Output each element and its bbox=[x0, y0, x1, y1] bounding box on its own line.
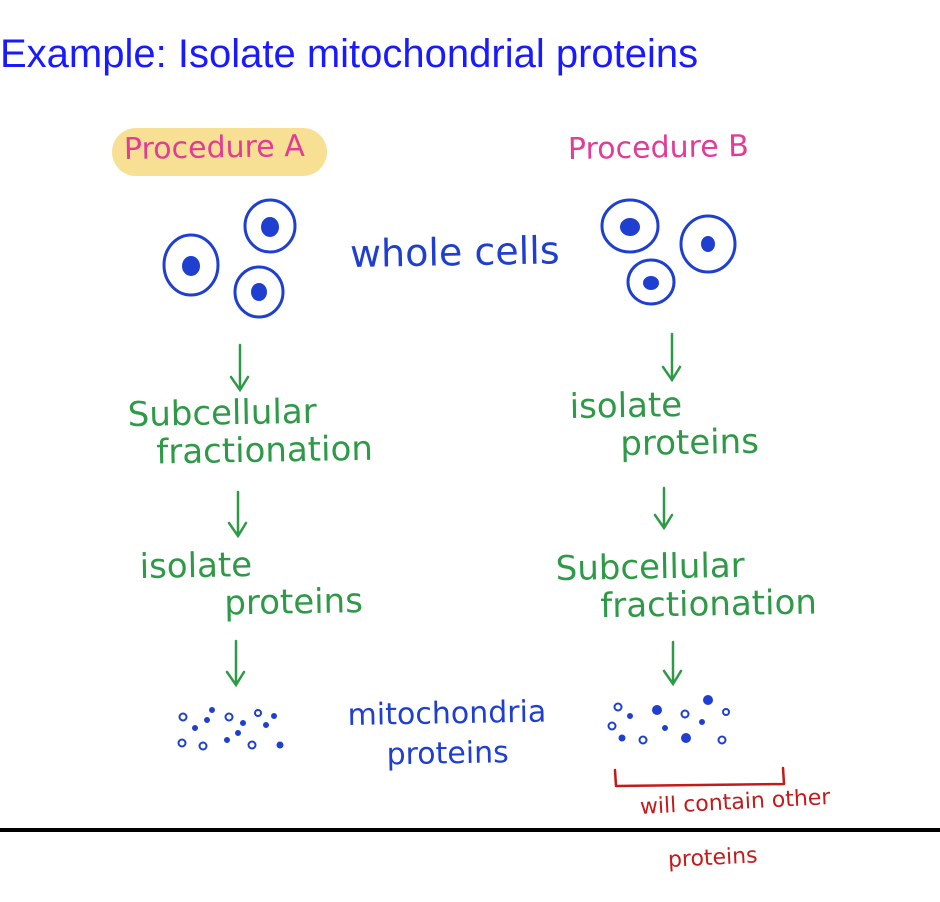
cell-icon bbox=[243, 198, 297, 254]
annotation-bracket bbox=[613, 766, 786, 788]
procedure-b-arrows bbox=[653, 332, 683, 687]
procedure-a-protein-dots bbox=[177, 707, 284, 751]
procedure-a-cells bbox=[162, 198, 297, 319]
cell-icon bbox=[626, 258, 676, 306]
slide-title: Example: Isolate mitochondrial proteins bbox=[0, 32, 699, 76]
down-arrow-icon bbox=[229, 343, 250, 393]
procedure-a-highlight bbox=[112, 128, 327, 176]
cell-icon bbox=[162, 233, 220, 297]
down-arrow-icon bbox=[661, 332, 682, 383]
cell-icon bbox=[600, 198, 660, 254]
procedure-b-cells bbox=[600, 198, 737, 306]
cell-icon bbox=[679, 214, 737, 274]
down-arrow-icon bbox=[227, 490, 248, 539]
divider-line bbox=[0, 828, 940, 832]
procedure-b-protein-dots bbox=[607, 695, 730, 745]
down-arrow-icon bbox=[653, 486, 674, 531]
cell-icon bbox=[233, 265, 285, 319]
procedure-a-arrows bbox=[225, 343, 250, 688]
down-arrow-icon bbox=[662, 640, 683, 687]
down-arrow-icon bbox=[225, 639, 246, 688]
